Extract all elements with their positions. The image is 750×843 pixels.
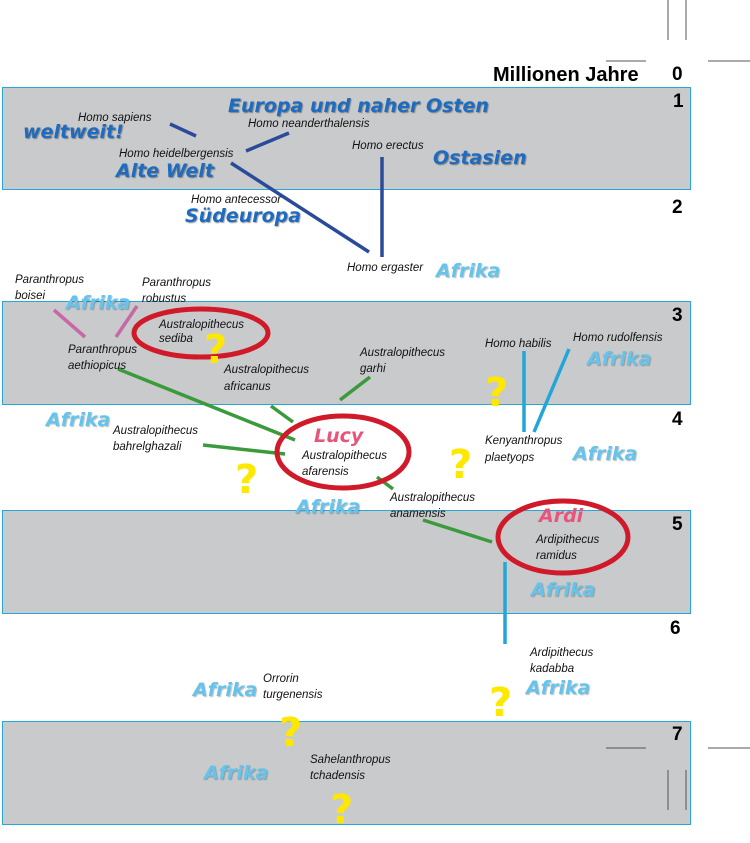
label-paranthropus-robustus-genus: Paranthropus [142, 277, 212, 289]
region-suedeuropa: Südeuropa [185, 205, 302, 227]
axis-tick-5: 5 [672, 514, 683, 535]
region-alte-welt: Alte Welt [116, 160, 215, 182]
label-australopithecus-africanus-species: africanus [224, 381, 271, 393]
label-paranthropus-boisei-genus: Paranthropus [15, 274, 85, 286]
question-mark-kadabba: ? [489, 680, 513, 726]
label-homo-rudolfensis: Homo rudolfensis [573, 332, 663, 344]
label-kenyanthropus-species: plaetyops [485, 452, 535, 464]
line-neanderthalensis [245, 131, 290, 153]
line-sapiens [169, 122, 197, 138]
region-afrika-ramidus: Afrika [531, 579, 596, 601]
label-australopithecus-sediba-genus: Australopithecus [159, 319, 245, 331]
question-mark-sediba: ? [204, 327, 228, 373]
label-homo-sapiens: Homo sapiens [78, 112, 152, 124]
time-band-5-6-million [2, 510, 691, 614]
label-sahelanthropus-genus: Sahelanthropus [310, 754, 391, 766]
region-afrika-ergaster: Afrika [436, 260, 501, 282]
question-mark-bahrelghazali: ? [235, 457, 259, 503]
region-afrika-rudolfensis: Afrika [587, 348, 652, 370]
label-ardipithecus-kadabba-species: kadabba [530, 663, 575, 675]
label-paranthropus-aethiopicus-genus: Paranthropus [68, 344, 138, 356]
label-orrorin-species: turgenensis [263, 689, 323, 701]
label-sahelanthropus-species: tchadensis [310, 770, 365, 782]
line-robustus [114, 305, 139, 338]
question-mark-sahelanthropus: ? [330, 787, 354, 833]
region-weltweit: weltweit! [23, 121, 124, 143]
line-africanus-afarensis [269, 404, 295, 424]
region-afrika-bahrelghazali: Afrika [46, 409, 111, 431]
crop-marks [606, 0, 750, 810]
circle-lucy [274, 413, 412, 491]
axis-tick-7: 7 [672, 724, 683, 745]
region-afrika-paranthropus: Afrika [66, 292, 131, 314]
label-australopithecus-africanus-genus: Australopithecus [224, 364, 310, 376]
line-rudolfensis [532, 348, 571, 433]
axis-title: Millionen Jahre [493, 64, 639, 86]
axis-tick-0: 0 [672, 64, 683, 85]
label-homo-erectus: Homo erectus [352, 140, 424, 152]
line-anamensis-ramidus [422, 518, 493, 544]
label-australopithecus-anamensis-species: anamensis [390, 508, 446, 520]
label-homo-habilis: Homo habilis [485, 338, 552, 350]
line-boisei [52, 308, 87, 339]
line-afarensis-anamensis [375, 475, 395, 491]
line-garhi-afarensis [338, 375, 372, 402]
label-australopithecus-bahrelghazali-genus: Australopithecus [113, 425, 199, 437]
region-afrika-kadabba: Afrika [526, 677, 591, 699]
circle-ardi [495, 498, 631, 576]
label-paranthropus-aethiopicus-species: aethiopicus [68, 360, 127, 372]
region-afrika-afarensis: Afrika [296, 496, 361, 518]
axis-tick-4: 4 [672, 409, 683, 430]
label-australopithecus-bahrelghazali-species: bahrelghazali [113, 441, 182, 453]
label-homo-neanderthalensis: Homo neanderthalensis [248, 118, 370, 130]
label-homo-heidelbergensis: Homo heidelbergensis [119, 148, 234, 160]
label-australopithecus-afarensis-genus: Australopithecus [302, 450, 388, 462]
region-afrika-sahelanthropus: Afrika [204, 762, 269, 784]
axis-tick-2: 2 [672, 197, 683, 218]
time-band-1-2-million [2, 87, 691, 190]
region-afrika-kenyanthropus: Afrika [573, 443, 638, 465]
question-mark-orrorin: ? [279, 710, 303, 756]
question-mark-kenyanthropus: ? [485, 370, 509, 416]
time-band-7-million [2, 721, 691, 825]
region-afrika-orrorin: Afrika [193, 679, 258, 701]
label-paranthropus-robustus-species: robustus [142, 293, 187, 305]
circle-sediba [131, 306, 271, 360]
axis-tick-6: 6 [670, 618, 681, 639]
line-heidelbergensis-ergaster [230, 161, 370, 254]
label-homo-antecessor: Homo antecessor [191, 194, 282, 206]
line-aethiopicus-afarensis [117, 367, 296, 442]
label-ardipithecus-ramidus-genus: Ardipithecus [536, 534, 600, 546]
label-australopithecus-anamensis-genus: Australopithecus [390, 492, 476, 504]
label-australopithecus-afarensis-species: afarensis [302, 466, 349, 478]
label-homo-ergaster: Homo ergaster [347, 262, 424, 274]
line-bahrelghazali-afarensis [202, 443, 286, 456]
label-australopithecus-garhi-species: garhi [360, 363, 386, 375]
label-kenyanthropus-genus: Kenyanthropus [485, 435, 563, 447]
fossil-lucy: Lucy [314, 425, 364, 447]
region-europa-naher-osten: Europa und naher Osten [228, 95, 489, 117]
region-ostasien: Ostasien [433, 147, 527, 169]
label-australopithecus-sediba-species: sediba [159, 333, 193, 345]
axis-tick-1: 1 [673, 91, 684, 112]
label-orrorin-genus: Orrorin [263, 673, 299, 685]
axis-tick-3: 3 [672, 305, 683, 326]
label-ardipithecus-kadabba-genus: Ardipithecus [530, 647, 594, 659]
question-mark-anamensis: ? [449, 442, 473, 488]
label-australopithecus-garhi-genus: Australopithecus [360, 347, 446, 359]
fossil-ardi: Ardi [539, 505, 584, 527]
label-paranthropus-boisei-species: boisei [15, 290, 46, 302]
time-band-3-4-million [2, 301, 691, 405]
label-ardipithecus-ramidus-species: ramidus [536, 550, 577, 562]
